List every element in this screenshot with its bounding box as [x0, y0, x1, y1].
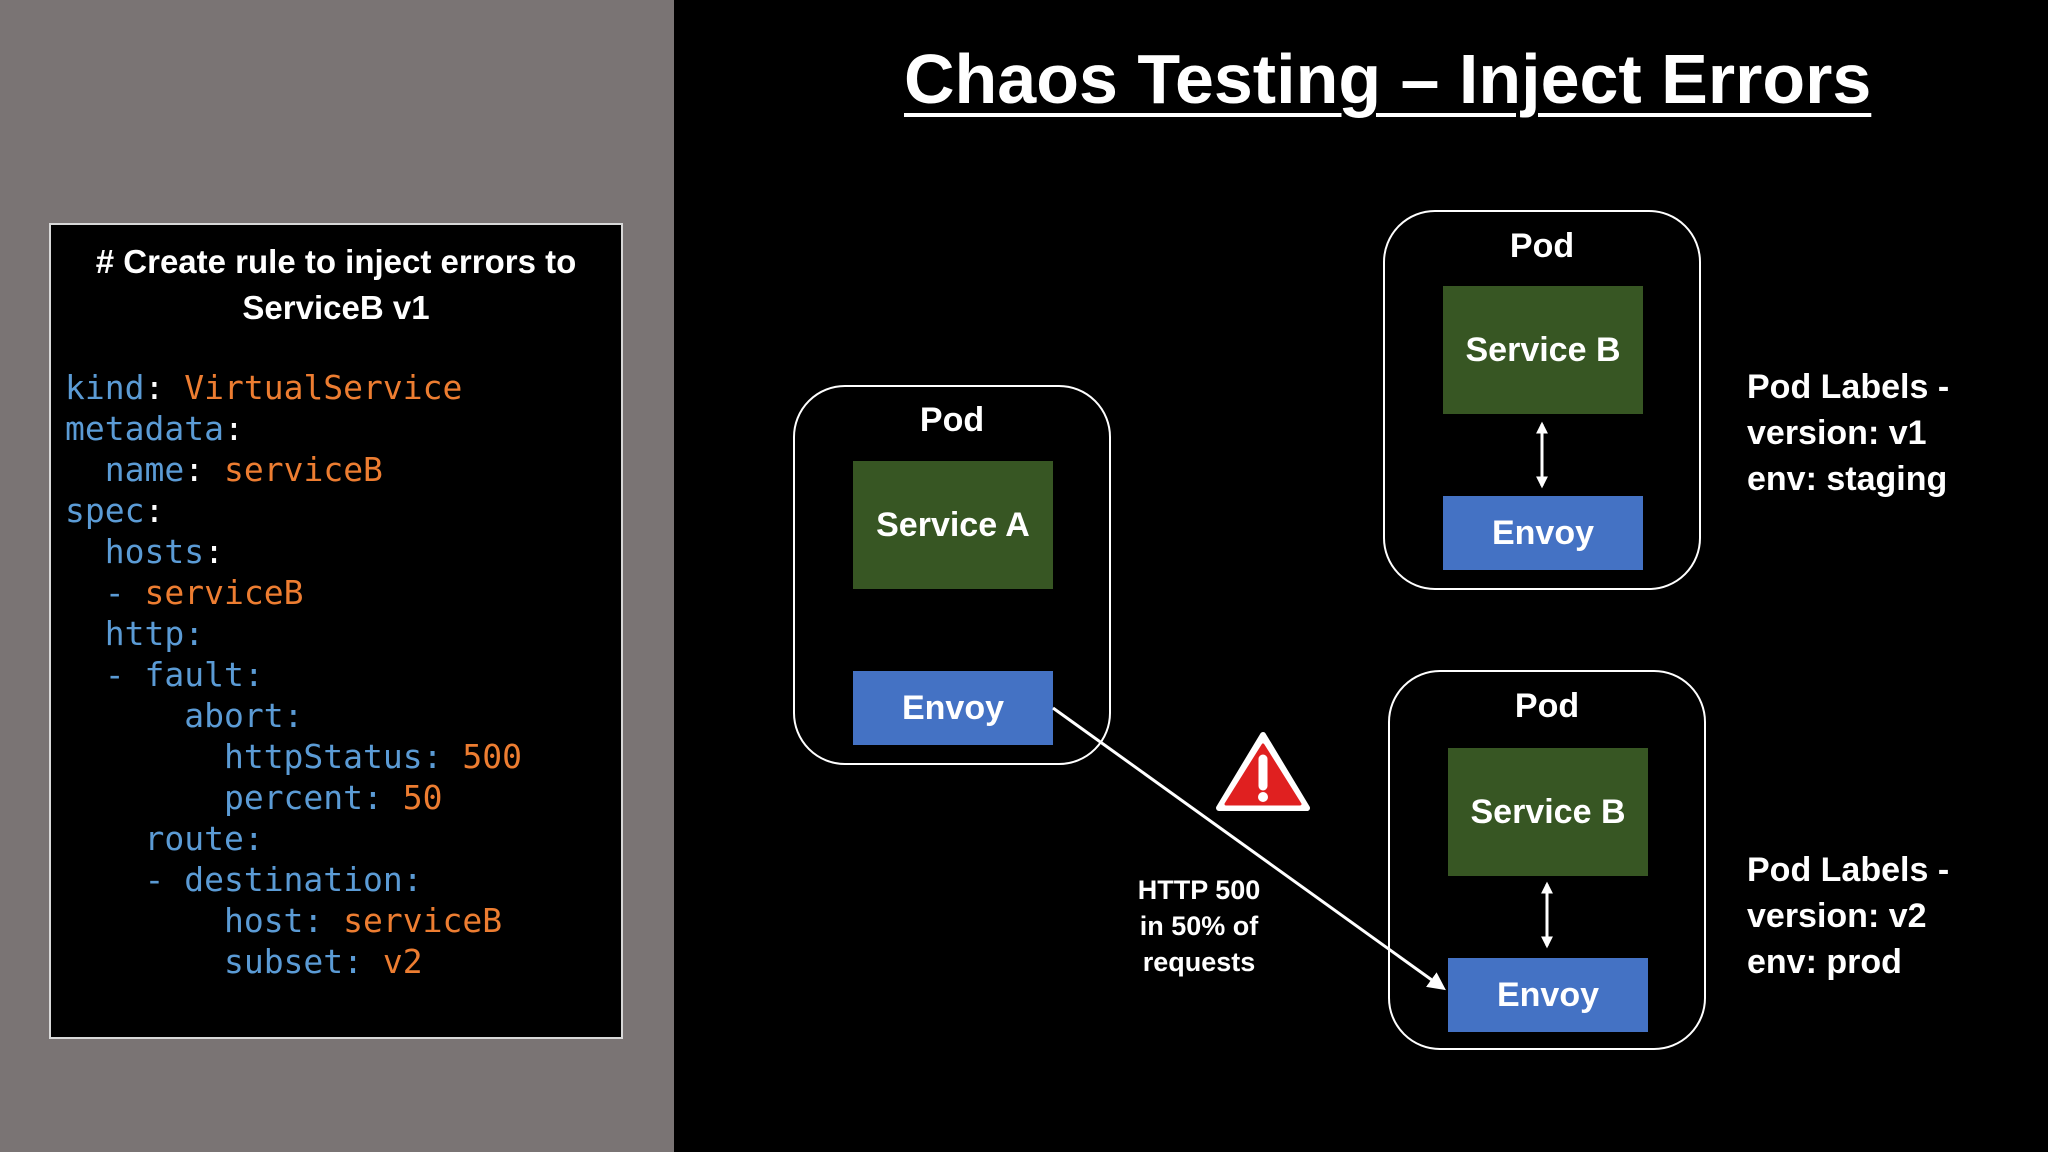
pod-title: Pod [919, 401, 985, 439]
code-separator: : [204, 532, 224, 571]
code-line: route: [65, 818, 522, 859]
code-line: abort: [65, 695, 522, 736]
code-key: host: [223, 901, 324, 940]
code-value: serviceB [223, 450, 383, 489]
service-b-v2-box: Service B [1448, 748, 1648, 876]
http-note-line-3: requests [1142, 947, 1256, 977]
code-separator: : [144, 491, 165, 530]
code-panel: # Create rule to inject errors to Servic… [49, 223, 623, 1039]
code-key: - [104, 573, 145, 612]
code-line: host: serviceB [65, 900, 522, 941]
service-a-box: Service A [853, 461, 1053, 589]
pod-labels-heading: Pod Labels - [1747, 851, 1950, 889]
code-key: percent: [223, 778, 383, 817]
code-key: - fault: [104, 655, 264, 694]
http-500-note: HTTP 500 in 50% of requests [1114, 872, 1284, 980]
code-key: metadata [65, 409, 224, 448]
code-comment-line-1: # Create rule to inject errors to [95, 243, 577, 280]
pod-labels-v2: Pod Labels - version: v2 env: prod [1747, 847, 1949, 985]
slide-title: Chaos Testing – Inject Errors [904, 40, 1872, 118]
pod-labels-env: env: staging [1747, 460, 1948, 498]
code-separator: : [223, 409, 244, 448]
code-line: name: serviceB [65, 449, 522, 490]
pod-labels-env: env: prod [1747, 943, 1902, 981]
code-comment-line-2: ServiceB v1 [242, 289, 430, 326]
code-key: - destination: [144, 860, 423, 899]
code-key: kind [65, 368, 145, 407]
code-line: kind: VirtualService [65, 367, 522, 408]
envoy-a-box: Envoy [853, 671, 1053, 745]
code-key: abort: [184, 696, 304, 735]
service-b-v1-box: Service B [1443, 286, 1643, 414]
code-value: serviceB [343, 901, 503, 940]
envoy-b-v2-box: Envoy [1448, 958, 1648, 1032]
pod-labels-version: version: v2 [1747, 897, 1927, 935]
code-line: httpStatus: 500 [65, 736, 522, 777]
code-key: route: [144, 819, 264, 858]
code-separator: : [144, 368, 185, 407]
code-value: serviceB [144, 573, 304, 612]
code-line: subset: v2 [65, 941, 522, 982]
code-key: httpStatus: [223, 737, 443, 776]
pod-labels-heading: Pod Labels - [1747, 368, 1950, 406]
http-note-line-1: HTTP 500 [1137, 875, 1261, 905]
code-line: spec: [65, 490, 522, 531]
code-key: hosts [104, 532, 205, 571]
code-key: http: [104, 614, 205, 653]
code-comment: # Create rule to inject errors to Servic… [51, 239, 621, 331]
code-line: percent: 50 [65, 777, 522, 818]
code-line: - serviceB [65, 572, 522, 613]
envoy-b-v1-box: Envoy [1443, 496, 1643, 570]
code-key: name [104, 450, 185, 489]
pod-labels-version: version: v1 [1747, 414, 1927, 452]
code-line: - fault: [65, 654, 522, 695]
code-line: http: [65, 613, 522, 654]
code-separator: : [184, 450, 224, 489]
code-key: subset: [223, 942, 364, 981]
code-value: v2 [382, 942, 423, 981]
pod-service-b-v2: Pod Service B Envoy [1388, 670, 1706, 1050]
warning-triangle-icon [1216, 732, 1310, 811]
pod-service-a: Pod Service A Envoy [793, 385, 1111, 765]
pod-labels-v1: Pod Labels - version: v1 env: staging [1747, 364, 1949, 502]
http-note-line-2: in 50% of [1139, 911, 1259, 941]
request-arrow [1052, 706, 1446, 991]
pod-title: Pod [1509, 227, 1575, 265]
pod-service-b-v1: Pod Service B Envoy [1383, 210, 1701, 590]
pod-title: Pod [1514, 687, 1580, 725]
code-value: VirtualService [184, 368, 463, 407]
code-key: spec [65, 491, 145, 530]
code-value: 500 [462, 737, 522, 776]
code-line: hosts: [65, 531, 522, 572]
code-value: 50 [402, 778, 443, 817]
code-line: metadata: [65, 408, 522, 449]
code-line: - destination: [65, 859, 522, 900]
